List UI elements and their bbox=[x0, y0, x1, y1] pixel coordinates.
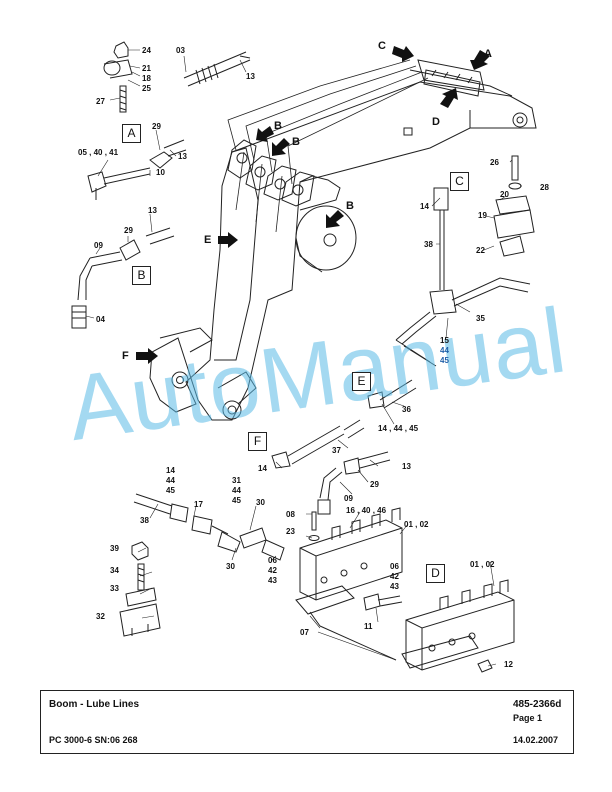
callout-44a: 44 bbox=[440, 346, 449, 355]
view-label-a: A bbox=[484, 48, 492, 60]
callout-14a: 14 bbox=[420, 202, 429, 211]
callout-35: 35 bbox=[476, 314, 485, 323]
callout-09b: 09 bbox=[344, 494, 353, 503]
arrow-A bbox=[470, 50, 490, 70]
view-label-c: C bbox=[378, 40, 386, 52]
detail-label-f: F bbox=[248, 432, 267, 451]
callout-04: 04 bbox=[96, 315, 105, 324]
callout-12: 12 bbox=[504, 660, 513, 669]
callout-0102a: 01 , 02 bbox=[404, 520, 429, 529]
callout-43: 43 bbox=[268, 576, 277, 585]
callout-23: 23 bbox=[286, 527, 295, 536]
arrow-C bbox=[392, 46, 414, 62]
callout-42b: 42 bbox=[390, 572, 399, 581]
callout-29c: 29 bbox=[370, 480, 379, 489]
boom-pin-left bbox=[171, 371, 189, 389]
machine-model: PC 3000-6 SN:06 268 bbox=[49, 735, 138, 745]
callout-05: 05 , 40 , 41 bbox=[78, 148, 119, 157]
callout-44b: 44 bbox=[166, 476, 175, 485]
callout-15: 15 bbox=[440, 336, 449, 345]
callout-09a: 09 bbox=[94, 241, 103, 250]
callout-13a: 13 bbox=[246, 72, 255, 81]
detail-label-c: C bbox=[450, 172, 469, 191]
detail-label-e: E bbox=[352, 372, 371, 391]
callout-26: 26 bbox=[490, 158, 499, 167]
callout-10: 10 bbox=[156, 168, 165, 177]
callout-22: 22 bbox=[476, 246, 485, 255]
callout-07: 07 bbox=[300, 628, 309, 637]
boom-pin-right bbox=[222, 400, 242, 420]
callout-45b: 45 bbox=[166, 486, 175, 495]
callout-24: 24 bbox=[142, 46, 151, 55]
arrow-E bbox=[218, 232, 238, 248]
callout-44c: 44 bbox=[232, 486, 241, 495]
callout-06b: 06 bbox=[390, 562, 399, 571]
callout-25: 25 bbox=[142, 84, 151, 93]
callout-34: 34 bbox=[110, 566, 119, 575]
callout-29b: 29 bbox=[124, 226, 133, 235]
callout-38b: 38 bbox=[140, 516, 149, 525]
callout-14d: 14 bbox=[166, 466, 175, 475]
callout-38a: 38 bbox=[424, 240, 433, 249]
callout-30a: 30 bbox=[256, 498, 265, 507]
arrow-B1 bbox=[256, 126, 274, 142]
callout-39: 39 bbox=[110, 544, 119, 553]
callout-17: 17 bbox=[194, 500, 203, 509]
callout-08: 08 bbox=[286, 510, 295, 519]
callout-03: 03 bbox=[176, 46, 185, 55]
arrow-D bbox=[440, 88, 458, 108]
view-label-d: D bbox=[432, 116, 440, 128]
view-label-e: E bbox=[204, 234, 212, 246]
view-label-b1: B bbox=[274, 120, 282, 132]
boom-outline bbox=[149, 81, 537, 421]
drawing-title: Boom - Lube Lines bbox=[49, 699, 139, 710]
callout-14c: 14 bbox=[258, 464, 267, 473]
callout-43b: 43 bbox=[390, 582, 399, 591]
callout-36: 36 bbox=[402, 405, 411, 414]
detail-label-a: A bbox=[122, 124, 141, 143]
callout-42: 42 bbox=[268, 566, 277, 575]
callout-18: 18 bbox=[142, 74, 151, 83]
document-number: 485-2366d bbox=[513, 699, 562, 710]
document-date: 14.02.2007 bbox=[513, 735, 559, 745]
callout-19: 19 bbox=[478, 211, 487, 220]
callout-31: 31 bbox=[232, 476, 241, 485]
callout-32: 32 bbox=[96, 612, 105, 621]
callout-30b: 30 bbox=[226, 562, 235, 571]
detail-label-d: D bbox=[426, 564, 445, 583]
arrow-F bbox=[136, 348, 158, 364]
view-label-b3: B bbox=[346, 200, 354, 212]
arrow-B3 bbox=[326, 210, 344, 228]
callout-13c: 13 bbox=[148, 206, 157, 215]
page-number: Page 1 bbox=[513, 713, 543, 723]
title-block: Boom - Lube Lines 485-2366d Page 1 PC 30… bbox=[40, 690, 574, 754]
callout-20: 20 bbox=[500, 190, 509, 199]
callout-29a: 29 bbox=[152, 122, 161, 131]
callout-45c: 45 bbox=[232, 496, 241, 505]
detail-label-b: B bbox=[132, 266, 151, 285]
callout-14b: 14 , 44 , 45 bbox=[378, 424, 419, 433]
manifold-right bbox=[405, 591, 515, 671]
callout-27: 27 bbox=[96, 97, 105, 106]
callout-11: 11 bbox=[364, 622, 373, 631]
callout-37: 37 bbox=[332, 446, 341, 455]
callout-13d: 13 bbox=[402, 462, 411, 471]
view-label-b2: B bbox=[292, 136, 300, 148]
arrow-B2 bbox=[272, 138, 290, 156]
callout-33: 33 bbox=[110, 584, 119, 593]
manifold-left bbox=[299, 519, 403, 601]
callout-45a: 45 bbox=[440, 356, 449, 365]
callout-13b: 13 bbox=[178, 152, 187, 161]
callout-0102b: 01 , 02 bbox=[470, 560, 495, 569]
callout-28: 28 bbox=[540, 183, 549, 192]
view-label-f: F bbox=[122, 350, 129, 362]
callout-21: 21 bbox=[142, 64, 151, 73]
callout-16: 16 , 40 , 46 bbox=[346, 506, 387, 515]
callout-06: 06 bbox=[268, 556, 277, 565]
